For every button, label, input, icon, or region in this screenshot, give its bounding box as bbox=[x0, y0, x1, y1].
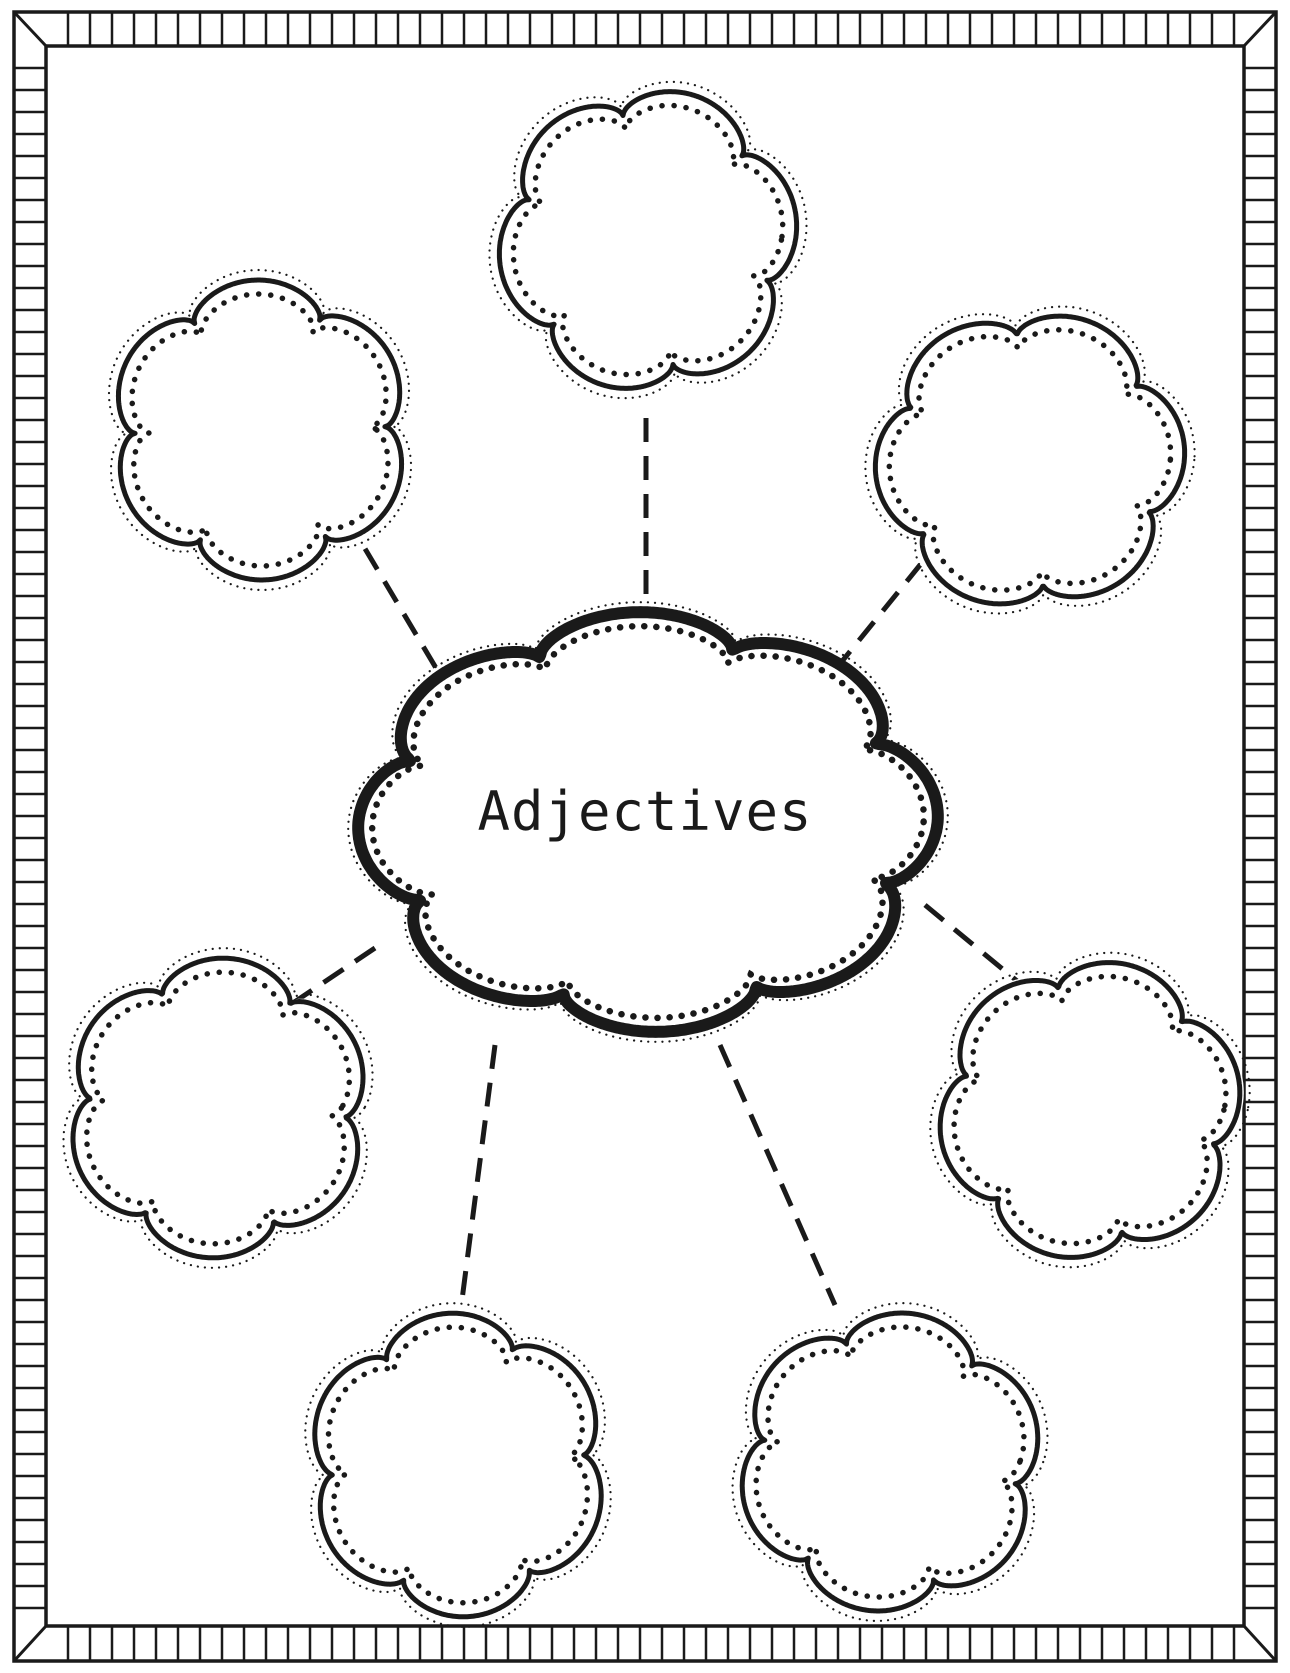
connector-line-4 bbox=[290, 948, 375, 1005]
cloud-lower-right[interactable] bbox=[930, 953, 1249, 1268]
connector-line-6 bbox=[462, 1045, 495, 1300]
cloud-bottom-right[interactable] bbox=[733, 1303, 1048, 1621]
cloud-bottom-left[interactable] bbox=[305, 1303, 610, 1627]
cloud-lower-left[interactable] bbox=[64, 948, 373, 1268]
cloud-group bbox=[64, 82, 1250, 1627]
connector-line-7 bbox=[720, 1045, 835, 1305]
border-corner-line bbox=[14, 12, 46, 46]
border-corner-line bbox=[1244, 12, 1276, 46]
cloud-upper-left[interactable] bbox=[109, 270, 411, 590]
center-title: Adjectives bbox=[477, 780, 812, 843]
cloud-top[interactable] bbox=[490, 82, 807, 398]
cloud-upper-left-fill bbox=[115, 276, 406, 584]
border-corner-line bbox=[1244, 1626, 1276, 1661]
border-corner-line bbox=[14, 1626, 46, 1661]
cloud-upper-right[interactable] bbox=[865, 307, 1194, 614]
connector-line-3 bbox=[835, 565, 920, 670]
